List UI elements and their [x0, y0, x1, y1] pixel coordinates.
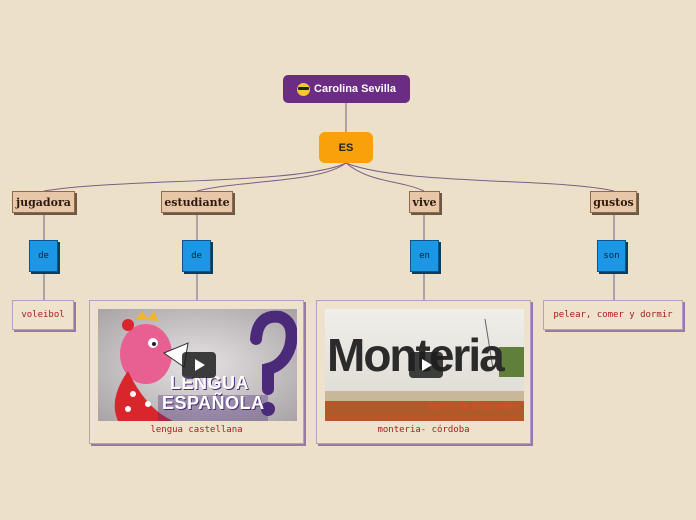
play-button-icon[interactable] — [409, 352, 443, 378]
leaf-caption-lengua-castellana: lengua castellana — [150, 425, 243, 435]
connector-label: de — [38, 251, 49, 261]
connector-es[interactable]: ES — [319, 132, 373, 163]
leaf-caption-monteria-cordoba: monteria- córdoba — [377, 425, 470, 435]
leaf-label: voleibol — [21, 310, 65, 320]
connector-de-jugadora[interactable]: de — [29, 240, 58, 272]
connector-en-vive[interactable]: en — [410, 240, 439, 272]
category-estudiante-label: estudiante — [164, 195, 230, 209]
leaf-label: pelear, comer y dormir — [553, 310, 673, 320]
connector-de-estudiante[interactable]: de — [182, 240, 211, 272]
play-button-icon[interactable] — [182, 352, 216, 378]
category-estudiante[interactable]: estudiante — [161, 191, 233, 213]
connector-label: en — [419, 251, 430, 261]
leaf-pelear-comer-dormir[interactable]: pelear, comer y dormir — [543, 300, 683, 330]
leaf-card-monteria-cordoba[interactable]: Monteria tierra de Encuentro monteria- c… — [316, 300, 531, 444]
category-gustos[interactable]: gustos — [590, 191, 637, 213]
category-vive[interactable]: vive — [409, 191, 440, 213]
category-vive-label: vive — [412, 195, 437, 209]
leaf-card-lengua-castellana[interactable]: LENGUA ESPAÑOLA lengua castellana — [89, 300, 304, 444]
category-jugadora[interactable]: jugadora — [12, 191, 75, 213]
video-thumbnail-lengua-espanola[interactable]: LENGUA ESPAÑOLA — [98, 309, 297, 421]
video-thumbnail-monteria[interactable]: Monteria tierra de Encuentro — [325, 309, 524, 421]
connector-label: de — [191, 251, 202, 261]
root-topic-label: Carolina Sevilla — [314, 83, 396, 95]
sunglasses-emoji-icon — [297, 82, 311, 96]
category-jugadora-label: jugadora — [16, 195, 71, 209]
root-topic-carolina-sevilla[interactable]: Carolina Sevilla — [283, 75, 410, 103]
connector-son-gustos[interactable]: son — [597, 240, 626, 272]
leaf-voleibol[interactable]: voleibol — [12, 300, 74, 330]
image-text-tierra-de-encuentro: tierra de Encuentro — [429, 402, 520, 412]
image-text-lengua: LENGUA — [170, 373, 249, 393]
connector-label: son — [603, 251, 620, 261]
connector-es-label: ES — [338, 141, 354, 154]
category-gustos-label: gustos — [593, 195, 634, 209]
image-text-espanola: ESPAÑOLA — [162, 393, 265, 413]
